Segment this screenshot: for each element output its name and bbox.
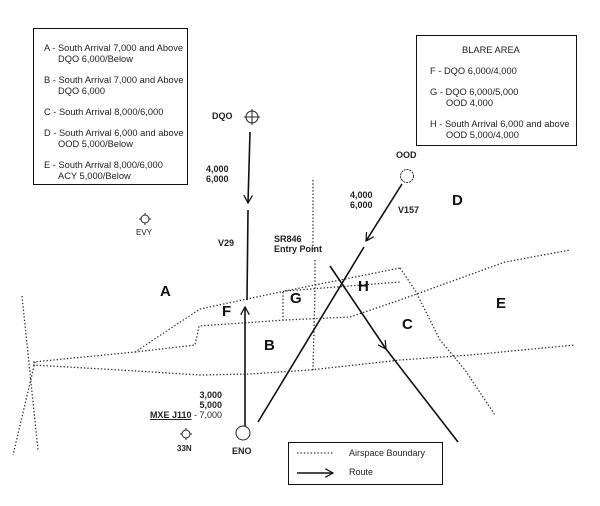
area-h-label: H — [358, 278, 369, 295]
legend-entry-e: E - South Arrival 8,000/6,000 ACY 5,000/… — [44, 160, 163, 181]
legend-airspace-boundary: Airspace Boundary — [349, 448, 426, 458]
evy-fix-icon — [139, 213, 151, 225]
ood-label: OOD — [396, 150, 417, 160]
legend-entry-d: D - South Arrival 6,000 and above OOD 5,… — [44, 128, 184, 149]
dqo-altitudes: 4,000 6,000 — [206, 164, 229, 184]
route-ood-v157 — [366, 183, 403, 241]
legend-entry-b: B - South Arrival 7,000 and Above DQO 6,… — [44, 75, 184, 96]
entry-point-label: Entry Point — [274, 244, 323, 254]
mxe-j110-label: MXE J110 — [149, 410, 192, 420]
area-c-label: C — [402, 316, 413, 333]
blare-entry-h: H - South Arrival 6,000 and above OOD 5,… — [430, 119, 570, 140]
area-f-label: F — [222, 303, 232, 320]
legend-entry-a: A - South Arrival 7,000 and Above DQO 6,… — [44, 43, 184, 64]
sector-legend-box: A - South Arrival 7,000 and Above DQO 6,… — [33, 28, 188, 185]
33n-label: 33N — [177, 444, 192, 453]
blare-area-legend-box: BLARE AREA F - DQO 6,000/4,000 G - DQO 6… — [416, 35, 577, 146]
v29-label: V29 — [218, 238, 235, 248]
route-sr846 — [329, 265, 386, 349]
ood-fix-icon — [400, 169, 414, 183]
map-legend: Airspace Boundary Route — [288, 442, 443, 485]
blare-area-title: BLARE AREA — [462, 45, 520, 55]
legend-route: Route — [349, 467, 374, 477]
sr846-label: SR846 — [274, 234, 302, 244]
area-d-label: D — [452, 192, 463, 209]
boundary-h-top — [284, 267, 401, 292]
boundary-c-e — [399, 267, 496, 416]
area-e-label: E — [496, 295, 507, 312]
boundary-left-a — [21, 295, 39, 451]
area-g-label: G — [290, 290, 302, 307]
dqo-fix-icon — [244, 109, 260, 125]
area-a-label: A — [160, 283, 171, 300]
blare-entry-g: G - DQO 6,000/5,000 OOD 4,000 — [430, 87, 519, 108]
legend-symbols — [297, 452, 349, 483]
eno-label: ENO — [232, 446, 252, 456]
route-sr846-lower — [385, 348, 459, 443]
v157-label: V157 — [398, 205, 420, 215]
route-v157-lower — [257, 246, 365, 423]
legend-entry-c: C - South Arrival 8,000/6,000 — [44, 107, 164, 117]
evy-label: EVY — [136, 228, 153, 237]
33n-fix-icon — [180, 428, 192, 440]
boundary-ab-step — [134, 249, 571, 353]
eno-fix-icon — [235, 425, 251, 441]
boundary-left-b — [12, 361, 36, 456]
ood-altitudes: 4,000 6,000 — [350, 190, 373, 210]
boundary-a-lower — [32, 281, 401, 363]
dqo-label: DQO — [212, 111, 233, 121]
boundary-bottom — [32, 344, 576, 376]
route-v29-mid — [246, 209, 249, 301]
boundary-g-right — [312, 260, 316, 371]
route-dqo-v29-upper — [248, 131, 250, 203]
area-b-label: B — [264, 337, 275, 354]
blare-entry-f: F - DQO 6,000/4,000 — [430, 66, 517, 76]
eno-altitudes: 3,000 5,000 MXE J110 - 7,000 — [149, 390, 222, 420]
